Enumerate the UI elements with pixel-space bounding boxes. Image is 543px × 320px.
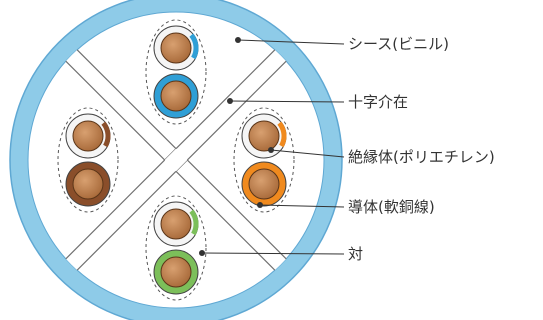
leader-insulation (268, 147, 345, 158)
leader-dot (257, 202, 263, 208)
conductor-copper (160, 256, 192, 288)
leader-sheath (235, 37, 345, 45)
leader-line (237, 39, 345, 45)
conductor-copper (160, 208, 192, 240)
leader-pair (199, 250, 345, 256)
insulation-stripe (189, 33, 199, 60)
insulation-stripe (189, 209, 199, 236)
pair-outline (145, 195, 207, 301)
solid-conductor (241, 161, 287, 207)
solid-conductor (153, 73, 199, 119)
cross-filler (49, 33, 303, 287)
twisted-pair-top (145, 19, 207, 125)
striped-conductor (153, 25, 199, 71)
conductor-copper (160, 80, 192, 112)
solid-conductor (65, 161, 111, 207)
leader-cross-filler (227, 98, 345, 104)
striped-conductor (65, 113, 111, 159)
label-sheath: シース(ビニル) (348, 35, 449, 53)
solid-conductor (153, 249, 199, 295)
label-pair: 対 (348, 245, 364, 263)
leader-line (229, 100, 345, 103)
label-conductor: 導体(軟銅線) (348, 198, 435, 216)
leader-line (270, 149, 345, 158)
striped-conductor (153, 201, 199, 247)
twisted-pair-left (57, 107, 119, 213)
leader-dot (199, 250, 205, 256)
leader-dot (268, 147, 274, 153)
striped-conductor (241, 113, 287, 159)
leader-line (201, 252, 345, 255)
leader-dot (227, 98, 233, 104)
conductor-copper (72, 168, 104, 200)
conductor-copper (72, 120, 104, 152)
label-insulation: 絶縁体(ポリエチレン) (348, 148, 495, 166)
twisted-pair-bottom (145, 195, 207, 301)
conductor-copper (160, 32, 192, 64)
label-cross-filler: 十字介在 (348, 93, 409, 111)
leader-conductor (257, 202, 345, 208)
insulation-stripe (101, 121, 111, 148)
twisted-pair-right (233, 107, 295, 213)
pair-outline (57, 107, 119, 213)
leader-dot (235, 37, 241, 43)
pair-outline (233, 107, 295, 213)
leader-line (259, 204, 345, 208)
insulation-stripe (277, 121, 287, 148)
conductor-copper (248, 168, 280, 200)
pair-outline (145, 19, 207, 125)
conductor-copper (248, 120, 280, 152)
